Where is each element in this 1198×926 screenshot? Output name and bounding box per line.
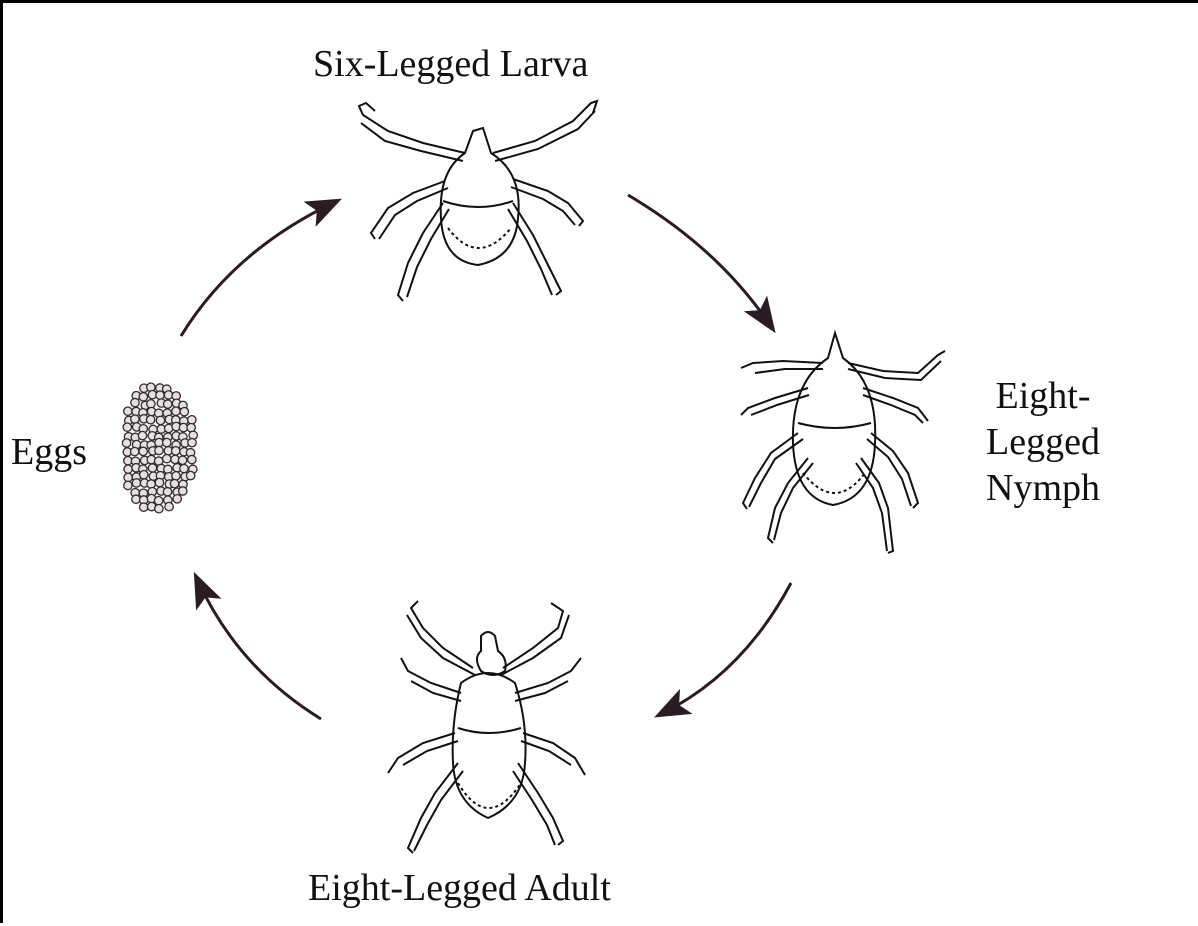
egg [172,472,180,480]
arrow-adult-to-eggs [198,581,321,719]
egg [154,497,162,505]
egg [165,502,173,510]
egg [163,488,171,496]
egg [146,416,154,424]
egg [122,439,130,447]
larva-label: Six-Legged Larva [313,45,588,83]
egg [173,495,181,503]
egg [124,481,132,489]
egg [124,465,132,473]
egg [124,407,132,415]
nymph-label-line-1: Eight- [973,373,1113,419]
adult-label: Eight-Legged Adult [308,869,611,907]
eggs-cluster [122,383,197,513]
egg [188,438,196,446]
egg [156,391,164,399]
egg [123,423,131,431]
egg [131,398,139,406]
egg [140,503,148,511]
egg [163,438,171,446]
egg [188,455,196,463]
egg [172,407,180,415]
egg [155,478,163,486]
egg [148,464,156,472]
egg [164,400,172,408]
egg [124,473,132,481]
egg [139,447,147,455]
egg [170,479,178,487]
adult-illustration [388,601,585,853]
egg [140,471,148,479]
nymph-label: Eight- Legged Nymph [973,373,1113,511]
egg [156,416,164,424]
larva-illustration [359,101,597,301]
arrow-nymph-to-adult [663,583,791,713]
egg [139,393,147,401]
egg [132,479,140,487]
arrow-larva-to-nymph [628,195,770,325]
egg [138,431,146,439]
nymph-label-line-3: Nymph [973,465,1113,511]
egg [188,416,196,424]
egg [130,447,138,455]
nymph-label-line-2: Legged [973,419,1113,465]
egg [178,456,186,464]
egg [132,495,140,503]
eggs-label: Eggs [11,433,87,471]
egg [155,504,163,512]
egg [131,415,139,423]
egg [163,455,171,463]
arrow-eggs-to-larva [181,203,333,336]
egg [180,464,188,472]
egg [180,408,188,416]
egg [179,487,187,495]
egg [186,471,194,479]
egg [155,446,163,454]
nymph-illustration [741,333,945,553]
egg [172,447,180,455]
